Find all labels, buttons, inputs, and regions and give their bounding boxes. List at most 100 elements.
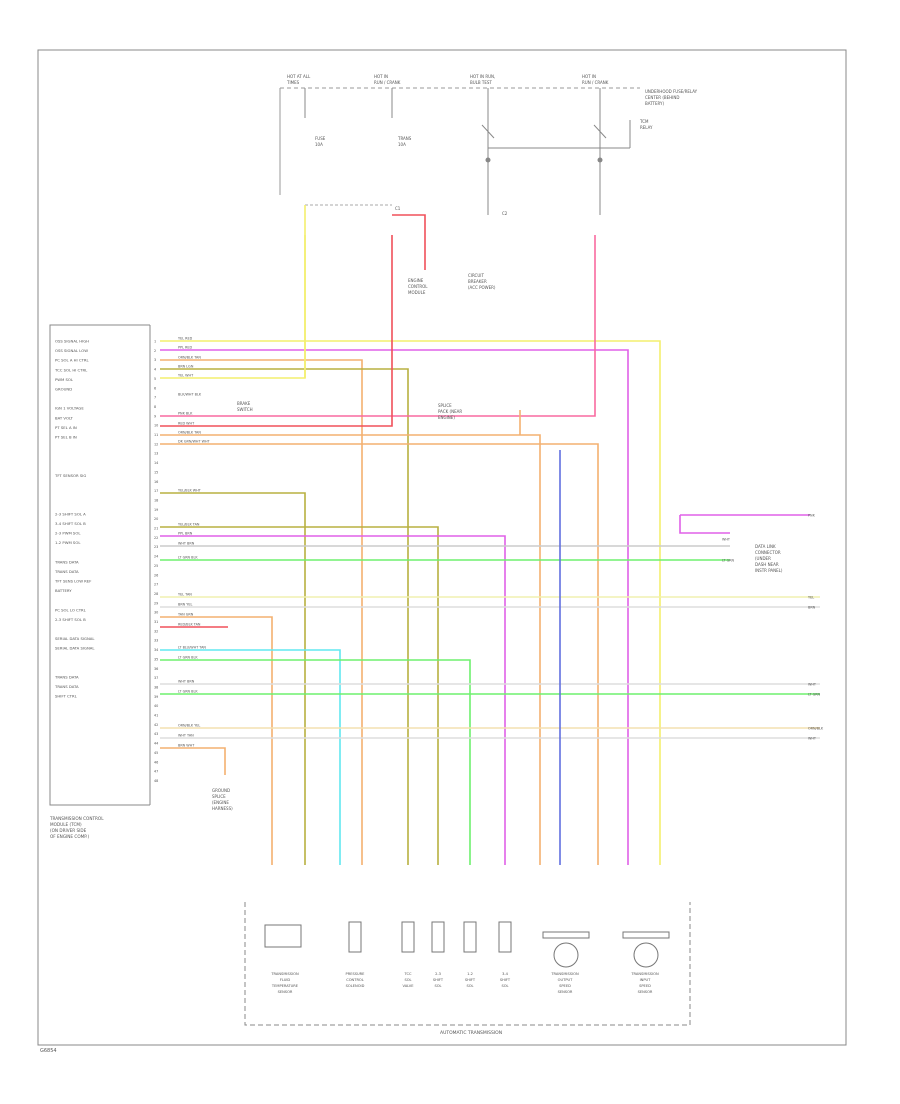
right-tag-4: YEL xyxy=(808,596,814,600)
wire-code-18: TAN GRN xyxy=(177,613,194,617)
pin-number-23: 23 xyxy=(154,545,158,549)
component-label-8-4: SENSOR xyxy=(638,990,653,994)
mid-splice-label-3: SPLICE xyxy=(438,403,452,408)
wire-code-7: PNK BLK xyxy=(178,412,193,416)
wire-code-10: DK GRN/WHT WHT xyxy=(178,440,211,444)
pin-label-33: SERIAL DATA SIGNAL xyxy=(55,646,95,651)
pin-number-18: 18 xyxy=(154,498,158,502)
solenoid-icon xyxy=(431,921,445,953)
pin-label-22: 1-2 PWM SOL xyxy=(55,540,81,545)
component-label-4-3: SOL xyxy=(434,984,441,988)
pin-number-35: 35 xyxy=(154,657,158,661)
tcm-module-box xyxy=(49,324,150,806)
fuse-label-1b: 10A xyxy=(315,142,323,147)
splice-label-c1: C1 xyxy=(395,206,401,211)
pin-label-2: OSS SIGNAL LOW xyxy=(55,348,88,353)
dlc-label-3: (UNDER xyxy=(755,556,771,561)
component-label-6-3: SOL xyxy=(501,984,508,988)
top-fuse-sublabel-1: TIMES xyxy=(286,80,300,85)
wire-code-26: BRN WHT xyxy=(178,744,195,748)
component-label-2-2: CONTROL xyxy=(346,978,364,982)
component-label-7-3: SPEED xyxy=(559,984,571,988)
pin-number-17: 17 xyxy=(154,489,158,493)
pin-number-11: 11 xyxy=(154,433,158,437)
pin-number-5: 5 xyxy=(154,377,156,381)
component-label-2-1: PRESSURE xyxy=(346,972,366,976)
wire-cyan-pc xyxy=(160,649,341,865)
tcm-label-4: OF ENGINE COMP.) xyxy=(50,834,89,839)
relay-label-2: CENTER (BEHIND xyxy=(645,95,679,100)
pin-number-14: 14 xyxy=(154,461,158,465)
ground-bottom-3: (ENGINE xyxy=(212,800,229,805)
pin-number-39: 39 xyxy=(154,695,158,699)
wire-orange-gnd xyxy=(160,747,226,775)
pin-number-40: 40 xyxy=(154,704,158,708)
solenoid-icon xyxy=(401,921,415,953)
pin-number-21: 21 xyxy=(154,527,158,531)
pin-number-44: 44 xyxy=(154,742,158,746)
pin-label-38: SHIFT CTRL xyxy=(55,694,78,699)
wire-pink-ign xyxy=(160,235,596,417)
right-tag-5: BRN xyxy=(808,606,816,610)
pin-number-1: 1 xyxy=(154,340,156,344)
right-tag-8: ORN/BLK xyxy=(808,727,824,731)
wire-code-17: BRN YEL xyxy=(178,603,193,607)
wire-code-9: ORN/BLK TAN xyxy=(178,431,201,435)
solenoid-icon xyxy=(463,921,477,953)
component-label-1-4: SENSOR xyxy=(278,990,293,994)
pin-label-27: BATTERY xyxy=(55,588,72,593)
wire-orange-tft-low xyxy=(160,616,273,865)
wire-orange-2 xyxy=(160,434,541,865)
top-fuse-label-3: HOT IN RUN, xyxy=(470,74,495,79)
pin-label-26: TFT SENS LOW REF xyxy=(54,579,91,584)
wire-code-16: YEL TAN xyxy=(178,593,192,597)
wire-code-4: BRN LGN xyxy=(178,365,194,369)
pin-label-37: TRANS DATA xyxy=(54,684,79,689)
mid-splice-label-5: ENGINE) xyxy=(438,415,455,420)
speed-sensor-coil xyxy=(633,942,659,968)
wire-group xyxy=(160,205,820,865)
pin-number-29: 29 xyxy=(154,601,158,605)
pin-number-8: 8 xyxy=(154,405,156,409)
right-tag-2: WHT xyxy=(722,538,731,542)
wire-code-8: RED WHT xyxy=(178,422,195,426)
pin-number-15: 15 xyxy=(154,470,158,474)
component-label-1-1: TRANSMISSION xyxy=(270,972,299,976)
pin-number-10: 10 xyxy=(154,424,158,428)
component-label-6-1: 3-4 xyxy=(502,972,509,976)
splice-label-c2: C2 xyxy=(502,211,508,216)
component-label-8-2: INPUT xyxy=(640,978,652,982)
component-label-8-3: SPEED xyxy=(639,984,651,988)
pin-number-37: 37 xyxy=(154,676,158,680)
pin-number-27: 27 xyxy=(154,583,158,587)
cb-label-1: CIRCUIT xyxy=(468,273,484,278)
wire-code-2: PPL RED xyxy=(178,346,193,350)
pin-number-38: 38 xyxy=(154,685,158,689)
mid-splice-label-1: BRAKE xyxy=(237,401,251,406)
speed-sensor-coil xyxy=(553,942,579,968)
pin-number-30: 30 xyxy=(154,611,158,615)
pin-label-11: PT SEL B IN xyxy=(55,435,77,440)
component-label-7-1: TRANSMISSION xyxy=(550,972,579,976)
dlc-label-1: DATA LINK xyxy=(755,544,776,549)
pin-label-36: TRANS DATA xyxy=(54,675,79,680)
top-fuse-label-4: HOT IN xyxy=(582,74,596,79)
tcm-label-1: TRANSMISSION CONTROL xyxy=(49,816,104,821)
wire-code-11: YEL/BLK WHT xyxy=(178,489,202,493)
component-label-6-2: SHIFT xyxy=(500,978,511,982)
wire-code-5: YEL WHT xyxy=(178,374,194,378)
transmission-label: AUTOMATIC TRANSMISSION xyxy=(440,1030,502,1036)
component-label-8-1: TRANSMISSION xyxy=(630,972,659,976)
cb-label-3: (ACC POWER) xyxy=(468,285,496,290)
ground-bottom-2: SPLICE xyxy=(212,794,226,799)
pin-number-31: 31 xyxy=(154,620,158,624)
component-8: TRANSMISSION INPUT SPEED SENSOR xyxy=(622,931,670,994)
pin-number-32: 32 xyxy=(154,629,158,633)
fuse-label-2a: TRANS xyxy=(397,136,412,141)
